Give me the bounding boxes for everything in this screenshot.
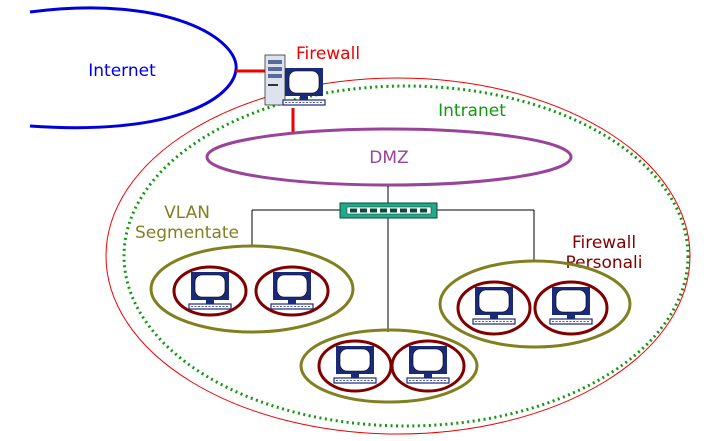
computer-icon (188, 271, 232, 310)
vlan-label-line1: VLAN (164, 203, 210, 223)
dmz-label: DMZ (369, 148, 408, 168)
vlan-label-line2: Segmentate (135, 223, 239, 243)
workstation-with-firewall (390, 339, 466, 393)
workstation-with-firewall (317, 339, 393, 393)
workstation-with-firewall (254, 265, 330, 317)
personal-firewall-label-line1: Firewall (572, 233, 636, 253)
workstation-with-firewall (533, 280, 609, 336)
network-boundary (105, 77, 691, 435)
dmz-zone (205, 127, 573, 187)
internet-label: Internet (88, 61, 156, 81)
intranet-label: Intranet (438, 101, 506, 121)
firewall-label: Firewall (296, 44, 360, 64)
computer-icon (270, 271, 314, 310)
switch-links (251, 186, 535, 332)
personal-firewall-label-line2: Personali (566, 253, 643, 273)
computer-icon (333, 345, 377, 384)
server-computer-icon (264, 54, 326, 106)
vlan-group-left (149, 244, 355, 334)
workstation-with-firewall (172, 265, 248, 317)
vlan-group-right (438, 259, 632, 349)
workstation-with-firewall (456, 280, 532, 336)
computer-icon (406, 345, 450, 384)
intranet-boundary (122, 84, 690, 428)
computer-icon (472, 286, 516, 325)
vlan-group-bottom (299, 328, 479, 404)
computer-icon (549, 286, 593, 325)
network-switch-icon (339, 202, 438, 219)
